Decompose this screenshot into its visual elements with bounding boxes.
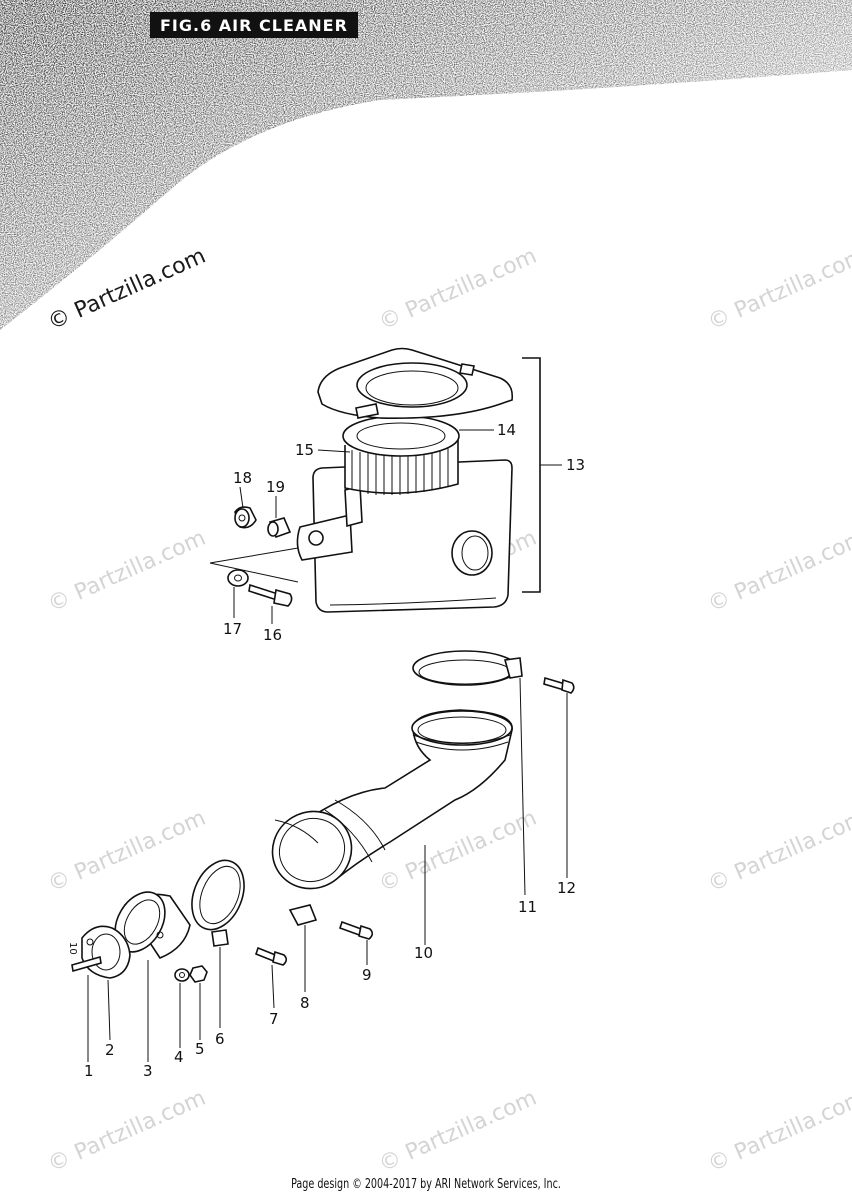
stud-1: 10 — [67, 942, 102, 973]
screw-9 — [338, 920, 374, 940]
watermark: © Partzilla.com — [704, 806, 852, 898]
diagram-title: FIG.6 AIR CLEANER — [160, 16, 348, 35]
callout-1: 1 — [84, 1062, 94, 1080]
air-filter-element — [342, 415, 460, 495]
washer-4 — [174, 968, 190, 982]
callout-13: 13 — [566, 456, 585, 474]
callout-6: 6 — [215, 1030, 225, 1048]
collar-19 — [267, 517, 292, 539]
watermark: © Partzilla.com — [44, 806, 209, 898]
callout-18: 18 — [233, 469, 252, 487]
clamp-6 — [191, 859, 245, 947]
washer-17 — [227, 569, 249, 587]
callout-2: 2 — [105, 1041, 115, 1059]
page-footer: Page design © 2004-2017 by ARI Network S… — [291, 1177, 561, 1192]
air-cleaner-cap — [317, 347, 514, 419]
assembly-bracket — [522, 357, 541, 593]
svg-text:10: 10 — [67, 942, 78, 955]
callout-17: 17 — [223, 620, 242, 638]
callout-3: 3 — [143, 1062, 153, 1080]
leader-lines — [87, 486, 568, 1062]
callouts: 1 2 3 4 5 6 7 8 9 10 11 12 13 14 15 16 1… — [84, 421, 585, 1080]
callout-9: 9 — [362, 966, 372, 984]
clamp-11 — [412, 650, 523, 686]
callout-7: 7 — [269, 1010, 279, 1028]
callout-5: 5 — [195, 1040, 205, 1058]
callout-11: 11 — [518, 898, 537, 916]
nut-5 — [189, 965, 208, 983]
watermark: © Partzilla.com — [44, 1086, 209, 1178]
watermark: © Partzilla.com — [44, 526, 209, 618]
bolt-16 — [248, 583, 293, 607]
watermark: © Partzilla.com — [704, 526, 852, 618]
callout-12: 12 — [557, 879, 576, 897]
clamp-8 — [288, 904, 318, 926]
callout-15: 15 — [295, 441, 314, 459]
screw-7 — [255, 946, 288, 966]
intake-hose-10 — [271, 709, 513, 890]
air-cleaner-case — [296, 459, 513, 613]
watermark: © Partzilla.com — [704, 1086, 852, 1178]
callout-4: 4 — [174, 1048, 184, 1066]
callout-10: 10 — [414, 944, 433, 962]
callout-14: 14 — [497, 421, 516, 439]
scan-noise — [0, 0, 852, 340]
watermark: © Partzilla.com — [375, 1086, 540, 1178]
callout-16: 16 — [263, 626, 282, 644]
grommet-18 — [234, 506, 257, 529]
callout-19: 19 — [266, 478, 285, 496]
title-banner: FIG.6 AIR CLEANER — [150, 12, 358, 38]
screw-12 — [543, 676, 575, 694]
callout-8: 8 — [300, 994, 310, 1012]
